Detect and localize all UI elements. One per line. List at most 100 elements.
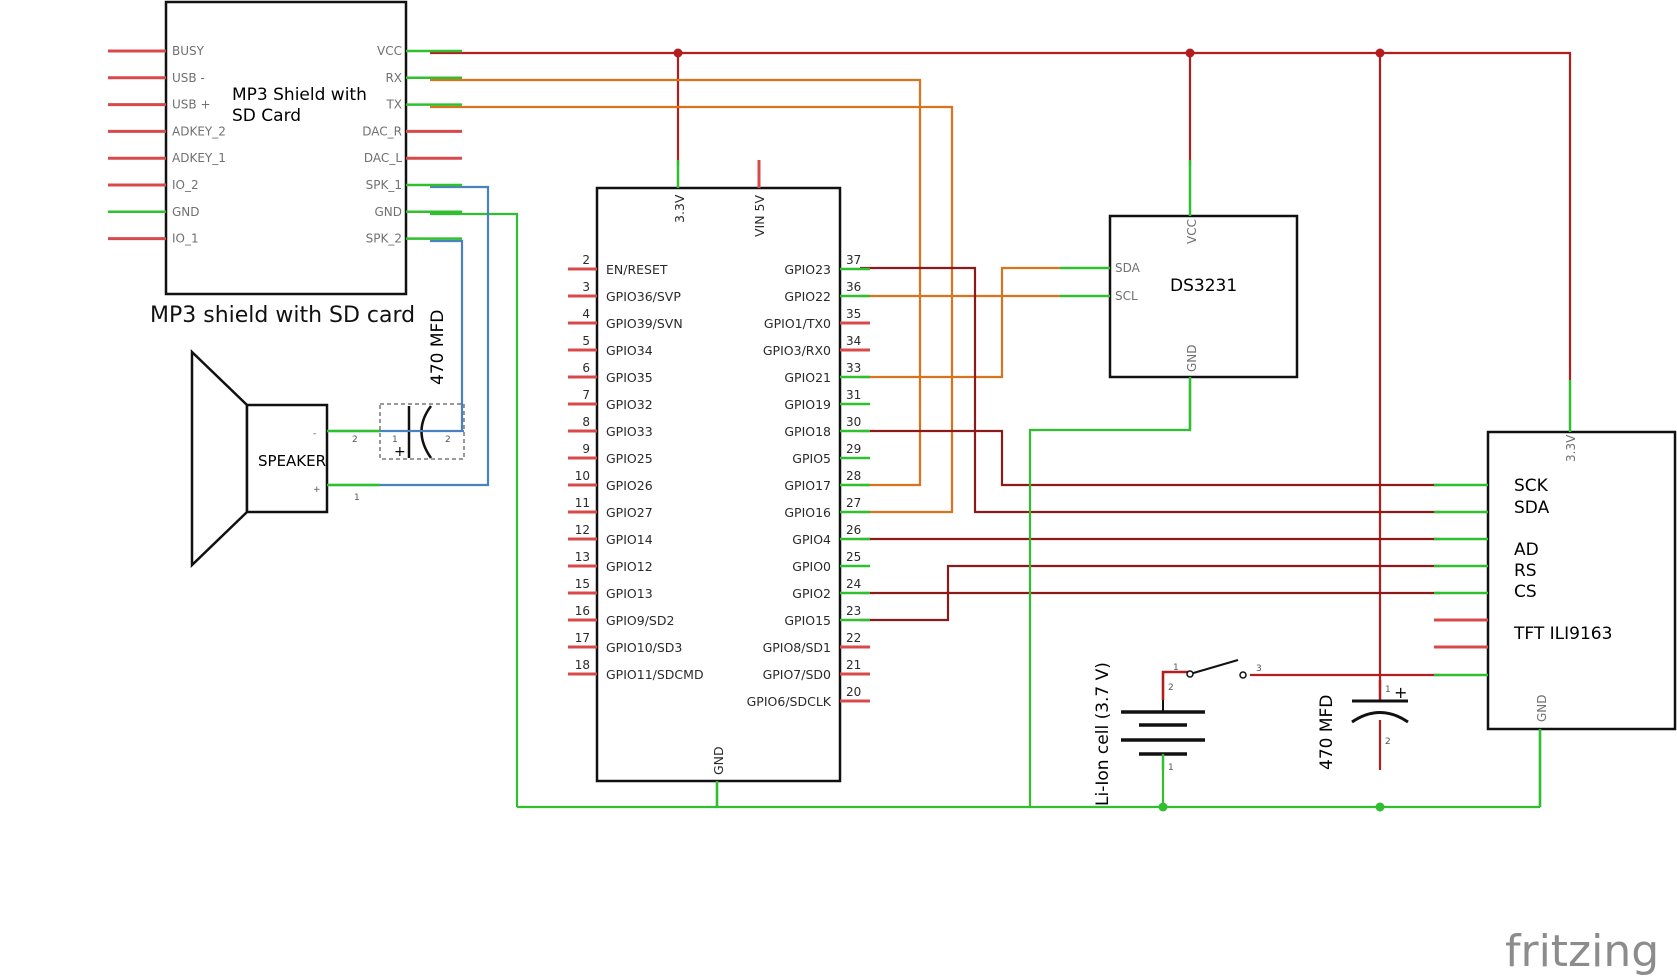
esp32-right-pin-number: 36 [846,280,861,294]
rtc-title: DS3231 [1170,276,1237,296]
mp3-shield-title: MP3 Shield with [232,85,367,105]
esp32-right-pin-number: 30 [846,415,861,429]
speaker-pin-1: 1 [354,493,360,503]
esp32-left-pin-number: 12 [575,523,590,537]
battery[interactable]: 2 1 Li-Ion cell (3.7 V) [1093,662,1205,806]
tft-bottom-pin-label: GND [1535,694,1549,722]
speaker-minus: - [313,429,316,439]
speaker-label: SPEAKER [258,452,326,470]
esp32-left-pin-number: 16 [575,604,590,618]
junction-dot [673,48,683,58]
esp32-right-pin-label: GPIO21 [784,370,831,385]
wire-gnd-mp3 [430,212,519,807]
esp32-right-pin-label: GPIO5 [792,451,831,466]
mp3-shield-body [164,0,408,296]
esp32-left-pin-number: 4 [582,307,590,321]
esp32-left-pin-label: GPIO9/SD2 [606,613,674,628]
capacitor-2[interactable]: + 1 2 470 MFD [1317,680,1409,770]
esp32-left-pin-number: 5 [582,334,590,348]
esp32-right-pin-label: GPIO16 [784,505,831,520]
speaker[interactable]: SPEAKER + - 1 2 [190,349,380,568]
mp3-right-pin-label: DAC_L [364,151,402,165]
esp32-right-pin-label: GPIO17 [784,478,831,493]
mp3-shield-caption: MP3 shield with SD card [150,303,415,328]
mp3-right-pin-label: VCC [377,44,402,58]
esp32-right-pin-number: 31 [846,388,861,402]
esp32-module[interactable]: 3.3V VIN 5V GND 2EN/RESET3GPIO36/SVP4GPI… [568,160,870,808]
capacitor-2-pin-1: 1 [1385,685,1391,695]
esp32-right-pin-number: 37 [846,253,861,267]
esp32-right-pin-number: 35 [846,307,861,321]
esp32-right-pin-label: GPIO0 [792,559,831,574]
speaker-cone [190,349,249,568]
tft-label-cs: CS [1514,582,1537,602]
tft-display[interactable]: 3.3V GND SCK SDA AD RS CS TFT ILI9163 [1434,380,1677,807]
wire-vcc-rail [430,51,1572,380]
esp32-right-pin-number: 20 [846,685,861,699]
fritzing-logo: fritzing [1505,926,1659,977]
tft-label-sck: SCK [1514,476,1549,496]
esp32-left-pin-label: GPIO32 [606,397,653,412]
mp3-left-pin-label: BUSY [172,44,205,58]
battery-label: Li-Ion cell (3.7 V) [1093,662,1113,806]
mp3-right-pin-label: DAC_R [362,124,402,138]
capacitor-1[interactable]: + 1 2 470 MFD [379,310,465,460]
wire-mp3-rx [430,78,922,487]
wires [330,51,1572,809]
esp32-body [595,186,842,783]
esp32-left-pin-label: GPIO35 [606,370,653,385]
capacitor-2-label: 470 MFD [1317,695,1337,770]
esp32-right-pin-number: 22 [846,631,861,645]
esp32-left-pin-number: 2 [582,253,590,267]
capacitor-2-plus: + [1394,683,1407,702]
wire-sda [860,266,1060,379]
tft-title: TFT ILI9163 [1513,624,1612,644]
esp32-left-pin-number: 7 [582,388,590,402]
mp3-shield-title-2: SD Card [232,106,301,126]
esp32-left-pin-label: GPIO13 [606,586,653,601]
tft-body [1486,430,1677,731]
esp32-right-pin-number: 26 [846,523,861,537]
esp32-left-pins: 2EN/RESET3GPIO36/SVP4GPIO39/SVN5GPIO346G… [568,253,704,682]
rtc-pin-label: GND [1185,344,1199,372]
rtc-body [1108,214,1299,379]
capacitor-1-plus: + [394,444,406,460]
switch-contact [1239,671,1247,679]
esp32-left-pin-label: GPIO33 [606,424,653,439]
esp32-left-pin-number: 17 [575,631,590,645]
mp3-left-pin-label: GND [172,205,200,219]
tft-left-pins [1434,483,1488,677]
esp32-right-pin-number: 21 [846,658,861,672]
capacitor-1-pin-1: 1 [392,435,398,445]
esp32-right-pin-label: GPIO4 [792,532,831,547]
battery-pin-1: 1 [1168,763,1174,773]
esp32-left-pin-number: 8 [582,415,590,429]
mp3-right-pin-label: RX [385,71,402,85]
junction-dot [1185,48,1195,58]
esp32-left-pin-number: 18 [575,658,590,672]
mp3-right-pin-label: SPK_1 [366,178,402,192]
esp32-left-pin-number: 9 [582,442,590,456]
esp32-right-pin-label: GPIO22 [784,289,831,304]
tft-top-pin-label: 3.3V [1564,434,1578,462]
esp32-right-pin-label: GPIO8/SD1 [763,640,831,655]
capacitor-2-pin-2: 2 [1385,737,1391,747]
esp32-left-pin-label: GPIO11/SDCMD [606,667,704,682]
esp32-right-pin-number: 24 [846,577,861,591]
esp32-right-pin-label: GPIO19 [784,397,831,412]
esp32-left-pin-label: GPIO10/SD3 [606,640,682,655]
power-switch[interactable]: 1 3 [1161,659,1262,700]
esp32-left-pin-number: 13 [575,550,590,564]
switch-pin-3: 3 [1256,664,1262,674]
wire-gpio18-sck [860,429,1440,487]
esp32-top-pin-label: 3.3V [672,194,687,223]
esp32-right-pin-label: GPIO3/RX0 [763,343,831,358]
rtc-ds3231[interactable]: DS3231 SDA SCL VCC GND [1060,160,1299,430]
esp32-left-pin-number: 3 [582,280,590,294]
tft-label-sda: SDA [1514,498,1550,518]
esp32-right-pin-label: GPIO23 [784,262,831,277]
mp3-left-pin-label: IO_1 [172,232,199,246]
capacitor-1-label: 470 MFD [428,310,448,385]
